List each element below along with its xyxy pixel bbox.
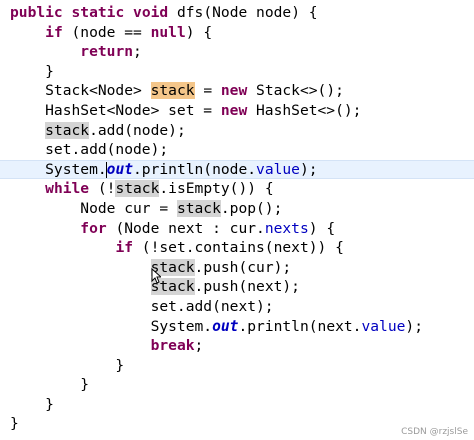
code-token: [10, 43, 80, 60]
code-line[interactable]: while (!stack.isEmpty()) {: [0, 179, 474, 199]
code-token: }: [10, 395, 54, 413]
keyword-token: new: [220, 82, 248, 100]
code-token: [10, 239, 115, 256]
occurrence-token: stack: [150, 278, 195, 296]
occurrence-token: stack: [150, 258, 195, 276]
keyword-token: void: [133, 4, 169, 21]
mouse-pointer-icon: [151, 268, 161, 284]
code-token: .isEmpty()) {: [159, 180, 274, 198]
code-token: set.add(next);: [10, 297, 274, 315]
code-line[interactable]: if (node == null) {: [0, 23, 474, 43]
field-token: value: [256, 160, 300, 178]
code-token: (Node next : cur.: [106, 219, 265, 237]
keyword-token: break: [150, 337, 195, 355]
code-line[interactable]: stack.add(node);: [0, 121, 474, 141]
keyword-token: return: [80, 43, 134, 61]
code-token: ;: [194, 337, 204, 355]
keyword-token: null: [150, 23, 186, 41]
code-line[interactable]: }: [0, 414, 474, 434]
code-token: Stack<>();: [247, 82, 344, 100]
code-token: );: [405, 317, 423, 335]
code-token: );: [299, 160, 318, 178]
code-line[interactable]: Node cur = stack.pop();: [0, 199, 474, 219]
code-token: Stack<Node>: [10, 82, 151, 100]
code-token: [10, 122, 45, 139]
code-line[interactable]: System.out.println(next.value);: [0, 317, 474, 337]
code-token: [124, 4, 133, 21]
selected-identifier-token: stack: [150, 82, 195, 100]
code-token: [10, 180, 45, 197]
code-line-current[interactable]: System.out.println(node.value);: [0, 159, 474, 180]
code-token: HashSet<>();: [247, 101, 362, 119]
code-token: [10, 337, 151, 354]
code-token: System.: [10, 160, 107, 178]
code-token: .pop();: [220, 199, 283, 217]
code-line[interactable]: }: [0, 356, 474, 376]
code-token: }: [10, 376, 90, 394]
code-line[interactable]: if (!set.contains(next)) {: [0, 238, 474, 258]
code-line[interactable]: set.add(node);: [0, 140, 474, 160]
code-token: .println(node.: [133, 160, 257, 178]
code-token: [63, 4, 72, 21]
code-lines: public static void dfs(Node node) { if (…: [0, 3, 474, 434]
code-line[interactable]: set.add(next);: [0, 297, 474, 317]
code-token: ;: [133, 43, 142, 61]
text-caret: [105, 161, 107, 178]
code-token: [10, 24, 45, 41]
keyword-token: for: [80, 219, 107, 237]
code-token: [10, 220, 80, 237]
occurrence-token: stack: [45, 121, 90, 139]
code-token: (node ==: [62, 23, 151, 41]
code-token: ) {: [185, 23, 213, 41]
code-token: set.add(node);: [10, 141, 169, 159]
watermark: CSDN @rzjslSe: [401, 427, 468, 437]
code-token: [10, 259, 151, 276]
code-token: System.: [10, 317, 213, 335]
code-token: .println(next.: [238, 317, 362, 335]
keyword-token: static: [71, 4, 125, 21]
keyword-token: public: [10, 4, 63, 21]
code-line[interactable]: stack.push(cur);: [0, 258, 474, 278]
code-line[interactable]: }: [0, 375, 474, 395]
code-token: HashSet<Node> set =: [10, 101, 221, 119]
code-line[interactable]: return;: [0, 42, 474, 62]
keyword-token: while: [45, 180, 90, 198]
code-token: =: [194, 82, 221, 100]
field-token: value: [361, 317, 406, 335]
code-token: }: [10, 356, 125, 374]
keyword-token: new: [220, 101, 248, 119]
code-token: .push(next);: [194, 278, 300, 296]
code-line[interactable]: for (Node next : cur.nexts) {: [0, 219, 474, 239]
code-line[interactable]: HashSet<Node> set = new HashSet<>();: [0, 101, 474, 121]
occurrence-token: stack: [176, 199, 221, 217]
code-token: (!set.contains(next)) {: [133, 239, 344, 257]
code-token: Node cur =: [10, 199, 177, 217]
keyword-token: if: [115, 239, 134, 257]
code-token: ) {: [308, 219, 336, 237]
code-token: }: [10, 415, 19, 433]
static-field-token: out: [212, 317, 239, 335]
code-token: .add(node);: [89, 121, 186, 139]
occurrence-token: stack: [115, 180, 160, 198]
static-field-token: out: [106, 160, 134, 178]
code-token: .push(cur);: [194, 258, 292, 276]
code-line[interactable]: stack.push(next);: [0, 277, 474, 297]
code-token: }: [10, 62, 54, 80]
code-line[interactable]: Stack<Node> stack = new Stack<>();: [0, 81, 474, 101]
code-line[interactable]: public static void dfs(Node node) {: [0, 3, 474, 23]
field-token: nexts: [264, 219, 309, 237]
code-token: dfs(Node node) {: [168, 4, 318, 21]
keyword-token: if: [45, 23, 63, 41]
code-line[interactable]: }: [0, 395, 474, 415]
code-token: [10, 278, 151, 295]
code-line[interactable]: }: [0, 62, 474, 82]
code-line[interactable]: break;: [0, 336, 474, 356]
code-token: (!: [89, 180, 116, 198]
